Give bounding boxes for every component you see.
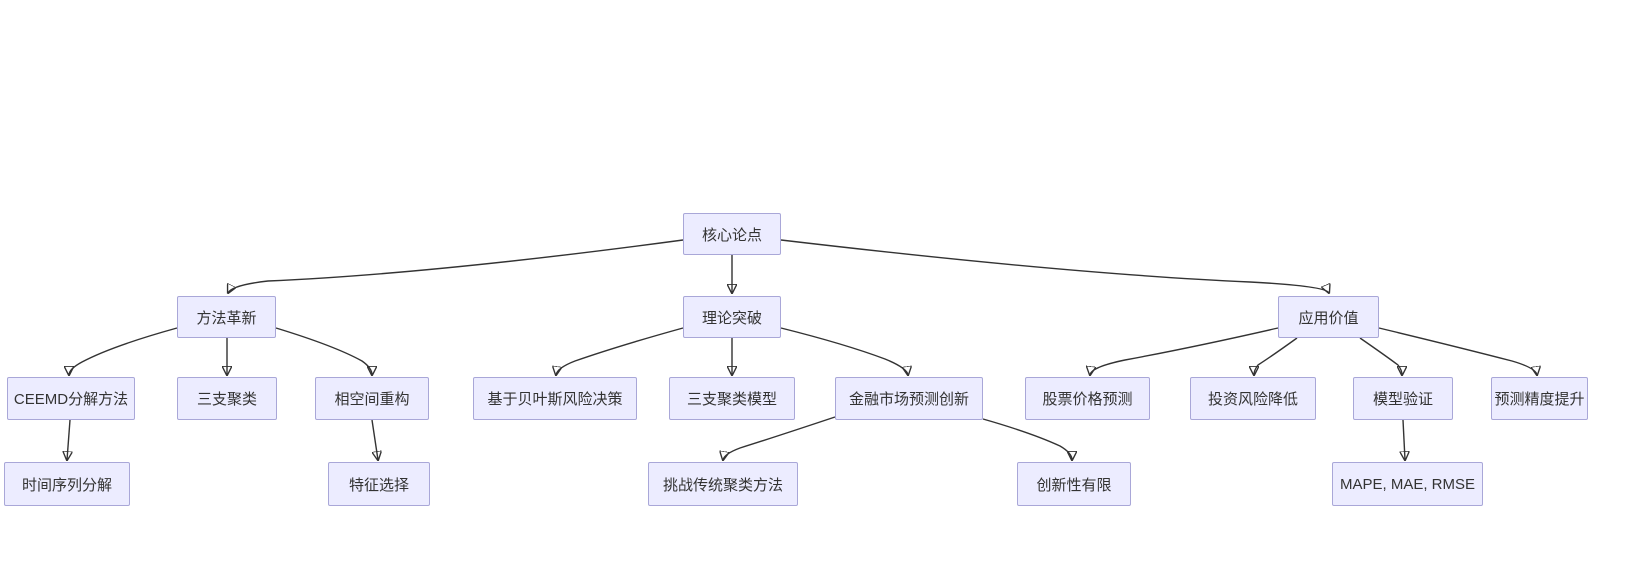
edge-theory-bayes (556, 327, 684, 375)
edge-finmarket-limited (982, 418, 1072, 460)
edge-theory-finmarket (780, 327, 908, 375)
node-three-way-clustering-model: 三支聚类模型 (669, 377, 795, 420)
edge-application-accuracy (1378, 327, 1537, 375)
node-method-innovation: 方法革新 (177, 296, 276, 338)
node-ceemd-decomposition-method: CEEMD分解方法 (7, 377, 135, 420)
node-time-series-decomposition: 时间序列分解 (4, 462, 130, 506)
node-phase-space-reconstruction: 相空间重构 (315, 377, 429, 420)
edge-application-stock (1090, 327, 1279, 375)
edge-core-method (228, 239, 684, 293)
edge-finmarket-challenge (723, 416, 836, 460)
node-prediction-accuracy-improvement: 预测精度提升 (1491, 377, 1588, 420)
edge-modelval-metrics (1403, 419, 1405, 460)
node-investment-risk-reduction: 投资风险降低 (1190, 377, 1316, 420)
node-three-way-clustering: 三支聚类 (177, 377, 277, 420)
edge-phase-feature (371, 419, 378, 460)
edge-application-invest (1254, 337, 1298, 375)
node-core-thesis: 核心论点 (683, 213, 781, 255)
edge-application-modelval (1359, 337, 1402, 375)
node-theory-breakthrough: 理论突破 (683, 296, 781, 338)
edge-core-application (780, 239, 1329, 293)
node-stock-price-prediction: 股票价格预测 (1025, 377, 1150, 420)
edge-method-ceemd (69, 327, 178, 375)
node-challenge-traditional-clustering: 挑战传统聚类方法 (648, 462, 798, 506)
node-feature-selection: 特征选择 (328, 462, 430, 506)
node-evaluation-metrics: MAPE, MAE, RMSE (1332, 462, 1483, 506)
node-application-value: 应用价值 (1278, 296, 1379, 338)
edge-method-phase (275, 327, 372, 375)
node-model-validation: 模型验证 (1353, 377, 1453, 420)
node-bayesian-risk-decision: 基于贝叶斯风险决策 (473, 377, 637, 420)
edge-ceemd-tsdecomp (67, 419, 70, 460)
node-financial-market-forecast-innovation: 金融市场预测创新 (835, 377, 983, 420)
node-limited-innovation: 创新性有限 (1017, 462, 1131, 506)
